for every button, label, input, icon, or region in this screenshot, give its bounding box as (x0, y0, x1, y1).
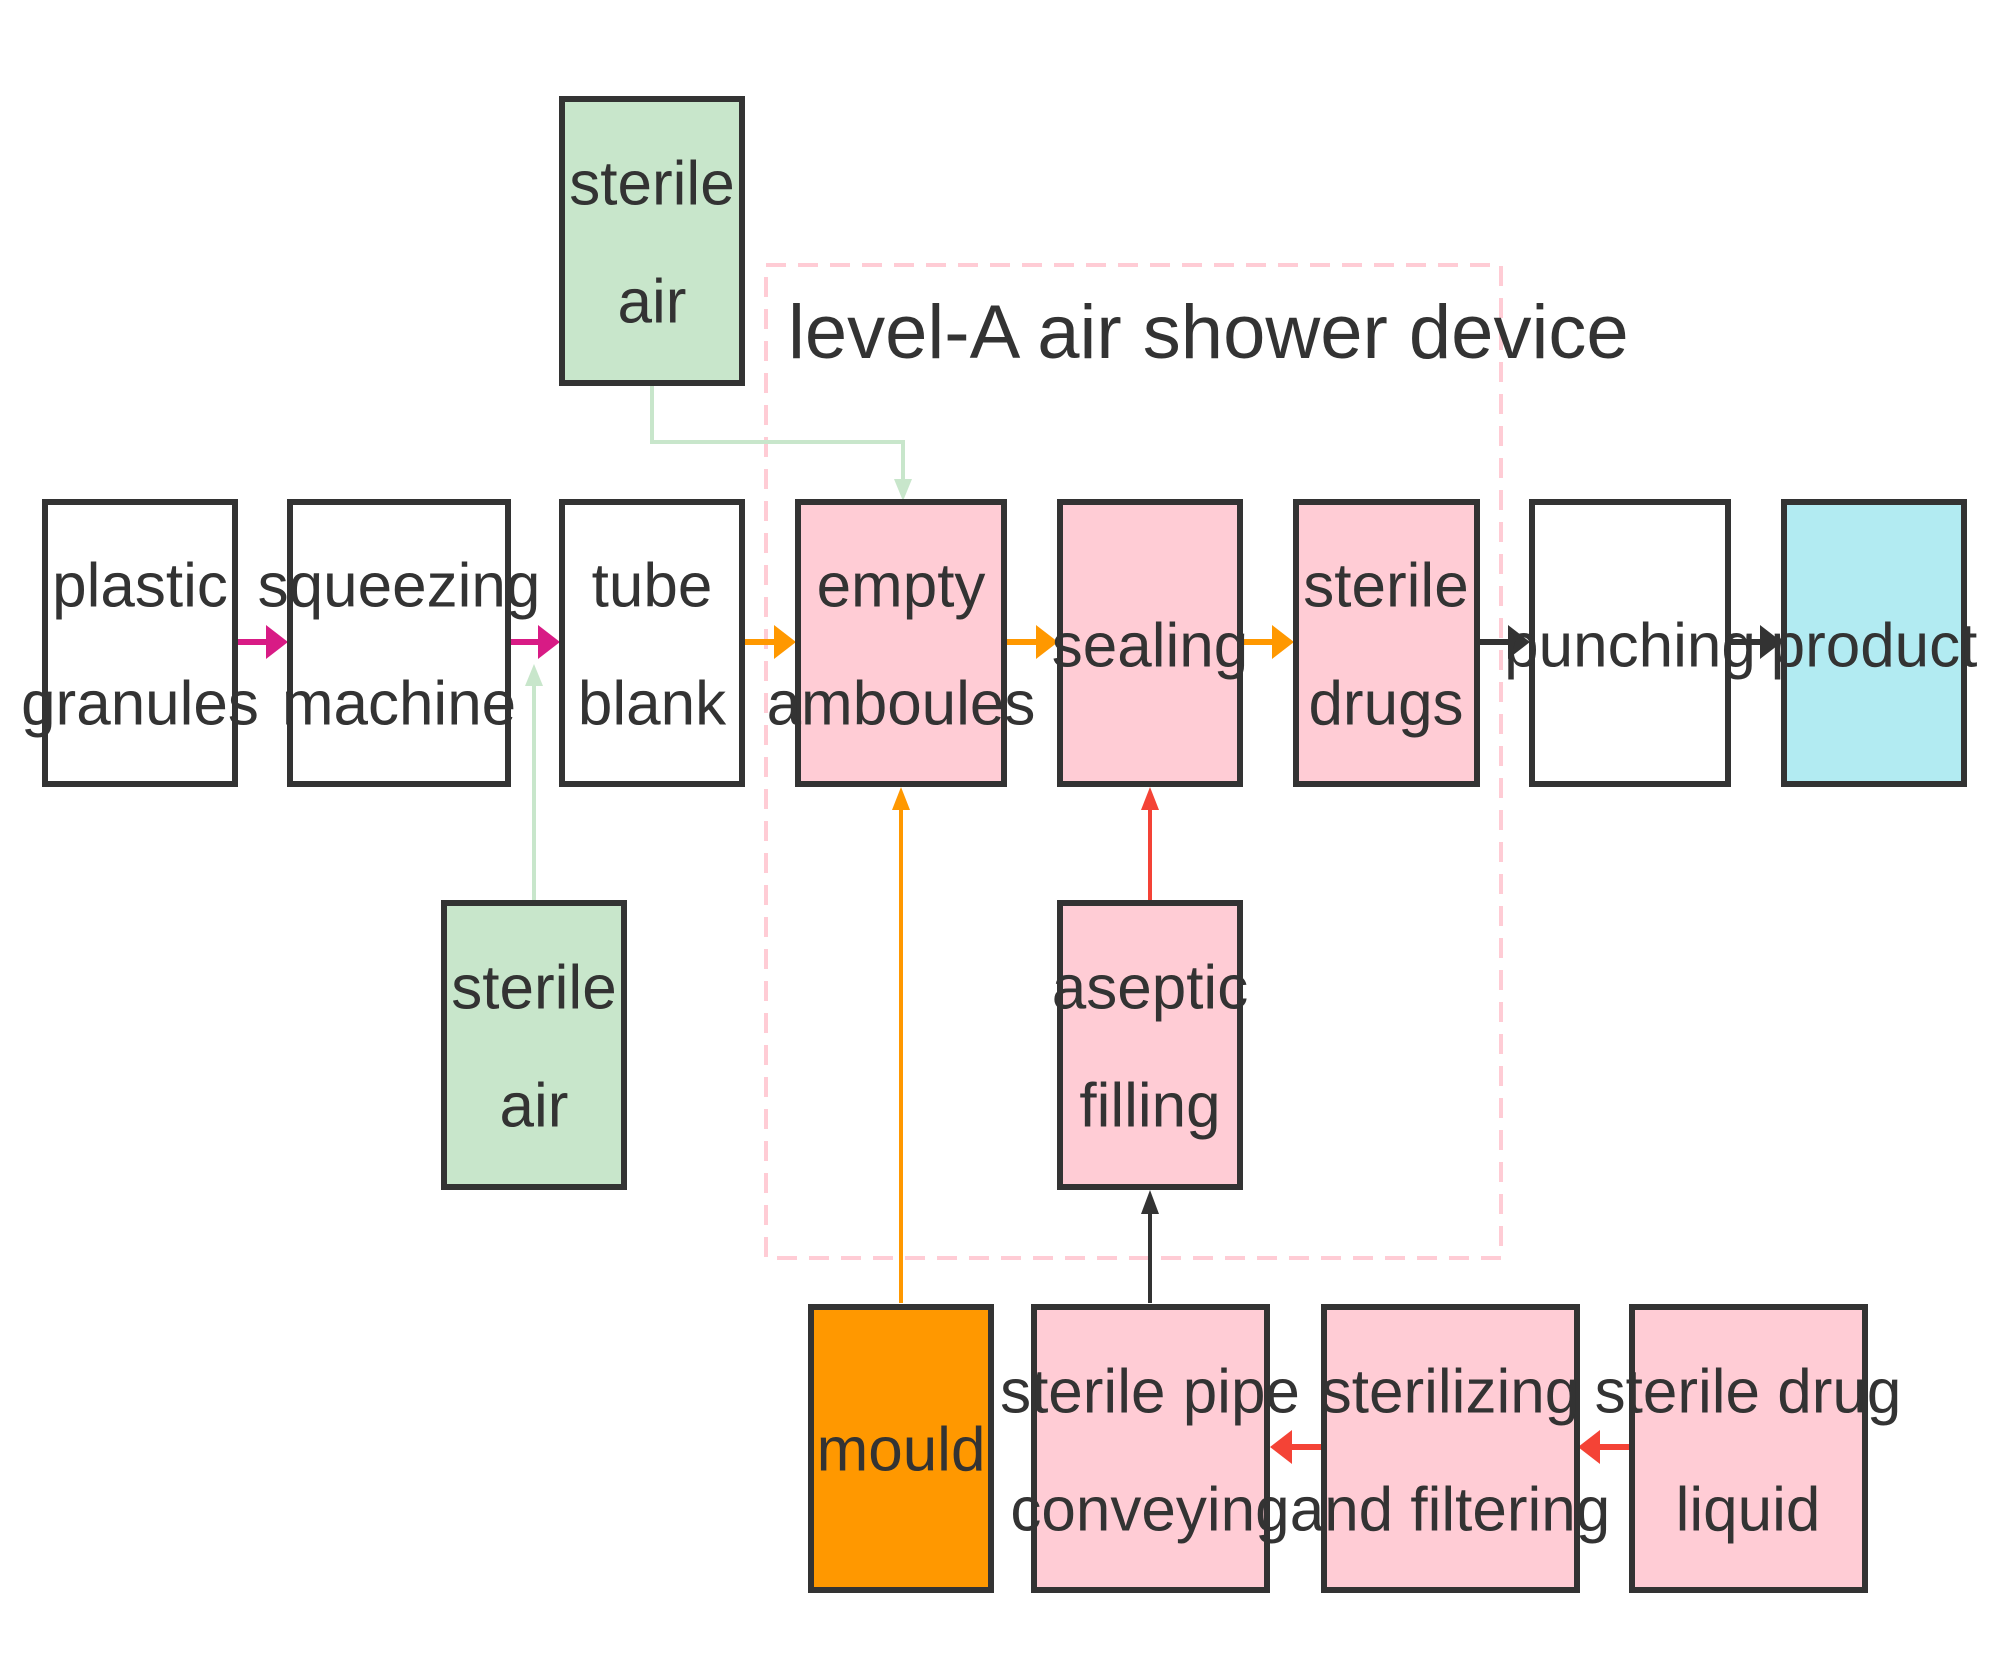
air-shower-group-border (764, 263, 1503, 1260)
node-label-line: sterilizing (1321, 1357, 1579, 1426)
node-label-line: conveying (1010, 1475, 1289, 1544)
arrowhead-drugs-to-punching (1508, 625, 1530, 659)
arrowhead-squeezing-to-tube (538, 625, 560, 659)
node-label-line: filling (1079, 1071, 1220, 1140)
arrowhead-liquid-to-filtering (1578, 1430, 1600, 1464)
node-label-line: and filtering (1290, 1475, 1611, 1544)
node-label-line: mould (817, 1415, 986, 1484)
node-empty-amboules: empty amboules (767, 499, 1036, 787)
node-sterile-drugs: sterile drugs (1293, 499, 1480, 787)
node-label-line: liquid (1676, 1475, 1821, 1544)
node-label-line: plastic (52, 551, 228, 620)
node-mould: mould (808, 1304, 994, 1593)
arrowhead-empty-to-sealing (1036, 625, 1058, 659)
node-label-line: granules (21, 669, 259, 738)
edges (236, 385, 1782, 1464)
node-label-line: product (1771, 611, 1978, 680)
nodes: plastic granules squeezing machine tube … (21, 96, 1978, 1593)
node-label-line: drugs (1308, 669, 1463, 738)
node-sealing: sealing (1052, 499, 1248, 787)
arrowhead-sterile-air-bottom (525, 664, 543, 686)
node-label-line: tube (592, 551, 713, 620)
arrowhead-aseptic-to-sealing (1141, 787, 1159, 810)
node-label-line: machine (282, 669, 516, 738)
node-sterile-air-bottom: sterile air (441, 900, 627, 1190)
arrowhead-sterile-air-top (894, 479, 912, 501)
node-plastic-granules: plastic granules (21, 499, 259, 787)
edge-sterile-air-top-to-empty-amboules (650, 385, 905, 483)
node-sterile-pipe-conveying: sterile pipe conveying (1000, 1304, 1300, 1593)
node-label-line: punching (1504, 611, 1756, 680)
node-label-line: sterile (451, 953, 616, 1022)
node-label-line: sterile (569, 149, 734, 218)
arrowhead-granules-to-squeezing (266, 625, 288, 659)
node-punching: punching (1504, 499, 1756, 787)
node-sterile-air-top: sterile air (559, 96, 745, 386)
arrowhead-tube-to-empty (774, 625, 796, 659)
node-sterile-drug-liquid: sterile drug liquid (1595, 1304, 1902, 1593)
node-aseptic-filling: aseptic filling (1052, 900, 1248, 1190)
arrowhead-sealing-to-drugs (1272, 625, 1294, 659)
node-sterilizing-and-filtering: sterilizing and filtering (1290, 1304, 1611, 1593)
node-label-line: amboules (767, 669, 1036, 738)
node-label-line: blank (578, 669, 727, 738)
node-squeezing-machine: squeezing machine (258, 499, 541, 787)
arrowhead-filtering-to-pipe (1270, 1430, 1292, 1464)
node-product: product (1771, 499, 1978, 787)
node-label-line: aseptic (1052, 953, 1248, 1022)
node-label-line: sterile (1303, 551, 1468, 620)
node-tube-blank: tube blank (559, 499, 745, 787)
air-shower-group-title: level-A air shower device (788, 290, 1629, 375)
node-label-line: air (500, 1071, 569, 1140)
arrowhead-punching-to-product (1760, 625, 1782, 659)
node-label-line: sterile pipe (1000, 1357, 1300, 1426)
node-label-line: sterile drug (1595, 1357, 1902, 1426)
arrowhead-mould-to-empty (892, 787, 910, 810)
node-label-line: sealing (1052, 611, 1248, 680)
node-label-line: air (618, 267, 687, 336)
node-label-line: squeezing (258, 551, 541, 620)
arrowhead-pipe-to-aseptic (1141, 1190, 1159, 1214)
node-label-line: empty (817, 551, 986, 620)
